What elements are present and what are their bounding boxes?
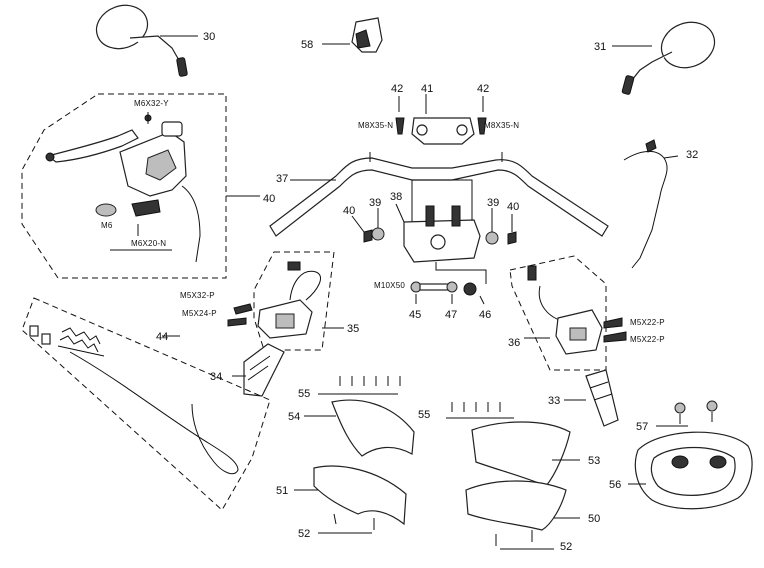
spec-m5x24: M5X24-P: [182, 309, 217, 318]
callout-44: 44: [156, 331, 168, 343]
callout-55-left: 55: [298, 388, 310, 400]
callout-53: 53: [588, 455, 600, 467]
callout-47: 47: [445, 309, 457, 321]
screws-55-left: 55: [298, 376, 401, 400]
callout-45: 45: [409, 309, 421, 321]
spec-m5x22-b: M5X22-P: [630, 335, 665, 344]
callout-55-right: 55: [418, 409, 430, 421]
callout-42-right: 42: [477, 83, 489, 95]
bracket-58: 58: [301, 17, 383, 53]
spec-m5x32: M5X32-P: [180, 291, 215, 300]
callout-39-right: 39: [487, 197, 499, 209]
callout-31: 31: [594, 41, 606, 53]
spec-m6x20: M6X20-N: [131, 239, 166, 248]
spec-m6x32: M6X32-Y: [134, 99, 169, 108]
callout-52-right: 52: [560, 541, 572, 553]
callout-51: 51: [276, 485, 288, 497]
brake-lever-assembly-left: M6X32-Y M6 M6X20-N 40: [21, 93, 275, 279]
spec-m8x35-left: M8X35-N: [358, 121, 393, 130]
riser-bolt: M10X50 45 47 46: [374, 262, 491, 321]
handguard-left: 54 51: [276, 399, 415, 526]
handlebar: 37: [269, 152, 609, 237]
callout-42-left: 42: [391, 83, 403, 95]
callout-40-left: 40: [263, 193, 275, 205]
throttle-cable-assembly: 44: [21, 297, 271, 511]
callout-33: 33: [548, 395, 560, 407]
top-clamp: 41 42 42 M8X35-N M8X35-N: [358, 83, 519, 145]
left-grip: 34: [210, 343, 285, 397]
screws-55-right: 55: [418, 402, 514, 421]
riser-assembly: 38 39 39 40 40: [343, 179, 519, 263]
screws-52-right: 52: [495, 530, 572, 553]
screws-52-left: 52: [298, 513, 375, 540]
right-brake-cable: 32: [623, 139, 698, 269]
spec-m6: M6: [101, 221, 113, 230]
callout-58: 58: [301, 39, 313, 51]
callout-32: 32: [686, 149, 698, 161]
callout-50: 50: [588, 513, 600, 525]
handguard-right: 53 50: [465, 421, 600, 531]
callout-41: 41: [421, 83, 433, 95]
callout-35: 35: [347, 323, 359, 335]
right-switch-assembly: M5X22-P M5X22-P 36: [508, 255, 665, 371]
callout-57: 57: [636, 421, 648, 433]
callout-54: 54: [288, 411, 300, 423]
mirror-left: 30: [95, 4, 215, 77]
headlight-cover: 57 56: [609, 400, 753, 510]
callout-34: 34: [210, 371, 222, 383]
callout-36: 36: [508, 337, 520, 349]
spec-m8x35-right: M8X35-N: [484, 121, 519, 130]
callout-46: 46: [479, 309, 491, 321]
right-grip: 33: [548, 369, 619, 427]
callout-40-center-left: 40: [343, 205, 355, 217]
spec-m5x22-a: M5X22-P: [630, 318, 665, 327]
callout-56: 56: [609, 479, 621, 491]
left-switch-assembly: M5X32-P M5X24-P 35: [180, 251, 359, 351]
spec-m10x50: M10X50: [374, 281, 405, 290]
callout-52-left: 52: [298, 528, 310, 540]
callout-39-left: 39: [369, 197, 381, 209]
callout-40-center-right: 40: [507, 201, 519, 213]
callout-38: 38: [390, 191, 402, 203]
callout-30: 30: [203, 31, 215, 43]
mirror-right: 31: [594, 21, 716, 95]
callout-37: 37: [276, 173, 288, 185]
